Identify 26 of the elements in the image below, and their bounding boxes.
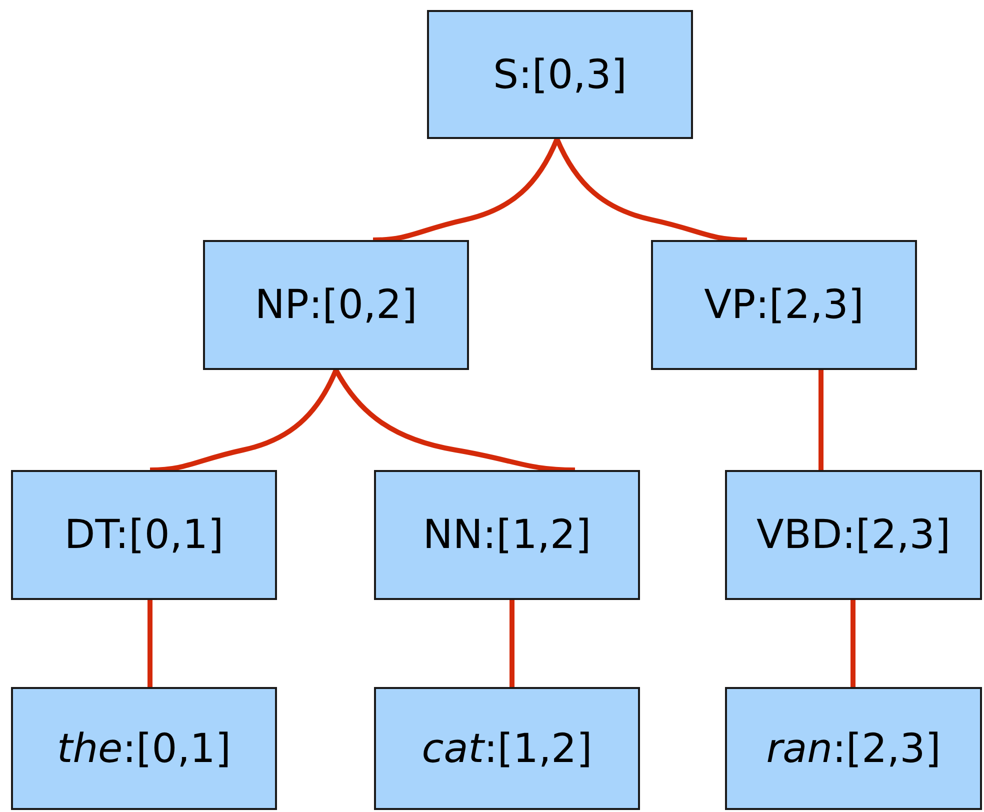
node-label: VP:[2,3] [704, 282, 864, 328]
tree-node-box [725, 470, 982, 600]
tree-branch-line [510, 600, 514, 687]
tree-branch-line [334, 368, 576, 472]
tree-branch-line [372, 138, 560, 242]
tree-node-box [374, 470, 640, 600]
tree-node-box [203, 240, 469, 370]
node-label: cat:[1,2] [422, 726, 592, 772]
tree-branch-line [150, 368, 338, 472]
node-label: NP:[0,2] [254, 282, 418, 328]
tree-node-box [11, 470, 277, 600]
tree-node-box [427, 10, 693, 139]
node-label: NN:[1,2] [422, 512, 592, 558]
tree-branch-line [850, 600, 856, 687]
node-label: S:[0,3] [493, 52, 627, 98]
node-label: VBD:[2,3] [756, 512, 950, 558]
tree-branch-line [554, 138, 748, 242]
node-label: ran:[2,3] [766, 726, 941, 772]
tree-node-box [725, 687, 982, 810]
tree-node-box [11, 687, 277, 810]
tree-node-box [651, 240, 917, 370]
tree-branch-line [818, 370, 824, 470]
node-label: the:[0,1] [57, 726, 231, 772]
tree-branch-line [148, 600, 152, 687]
tree-node-box [374, 687, 640, 810]
node-label: DT:[0,1] [64, 512, 224, 558]
